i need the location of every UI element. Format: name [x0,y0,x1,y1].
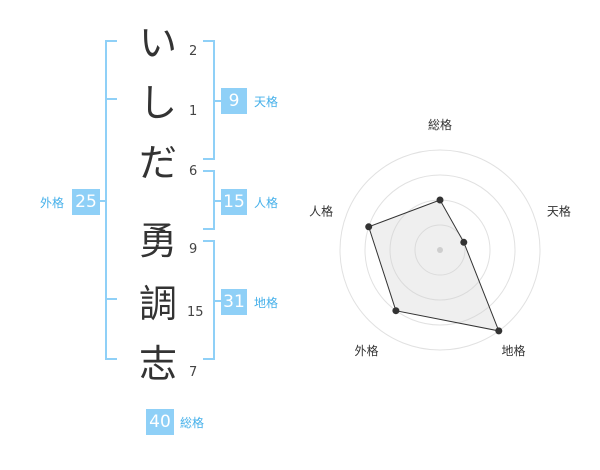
name-char-4: 勇 [138,219,177,263]
radar-grid-ring-4 [339,149,541,351]
radar-axis-label-5: 人格 [309,203,333,218]
gaikaku-label: 外格 [40,196,65,210]
radar-point-4 [392,307,400,315]
soukaku-label: 総格 [180,416,205,430]
chikaku-label: 地格 [254,296,279,310]
gaikaku-value-badge: 25 [72,189,100,215]
stroke-count-3: 6 [189,164,198,179]
radar-point-5 [365,223,373,231]
tenkaku-label: 天格 [254,95,279,109]
stroke-count-2: 1 [189,104,198,119]
radar-axis-label-4: 外格 [354,343,378,358]
radar-point-3 [495,327,503,335]
name-char-5: 調 [138,282,177,326]
tenkaku-value-badge: 9 [221,88,247,114]
name-char-6: 志 [138,342,177,386]
radar-point-1 [436,196,444,204]
radar-data-polygon [368,199,500,332]
jinkaku-value-badge: 15 [221,189,247,215]
radar-axis-label-1: 総格 [428,117,452,132]
radar-center-dot [437,247,443,253]
soukaku-value-badge: 40 [146,409,174,435]
name-char-1: い [138,21,177,65]
stroke-count-6: 7 [189,365,198,380]
radar-axis-label-2: 天格 [547,203,571,218]
name-char-2: し [138,81,177,125]
chikaku-value-badge: 31 [221,289,247,315]
radar-grid-ring-1 [414,224,466,276]
radar-axis-label-3: 地格 [501,343,525,358]
name-char-3: だ [138,141,177,185]
stroke-count-5: 15 [187,305,204,320]
radar-point-2 [460,238,468,246]
radar-grid-ring-3 [364,174,516,326]
stroke-count-4: 9 [189,242,198,257]
jinkaku-label: 人格 [254,196,279,210]
stroke-count-1: 2 [189,44,198,59]
